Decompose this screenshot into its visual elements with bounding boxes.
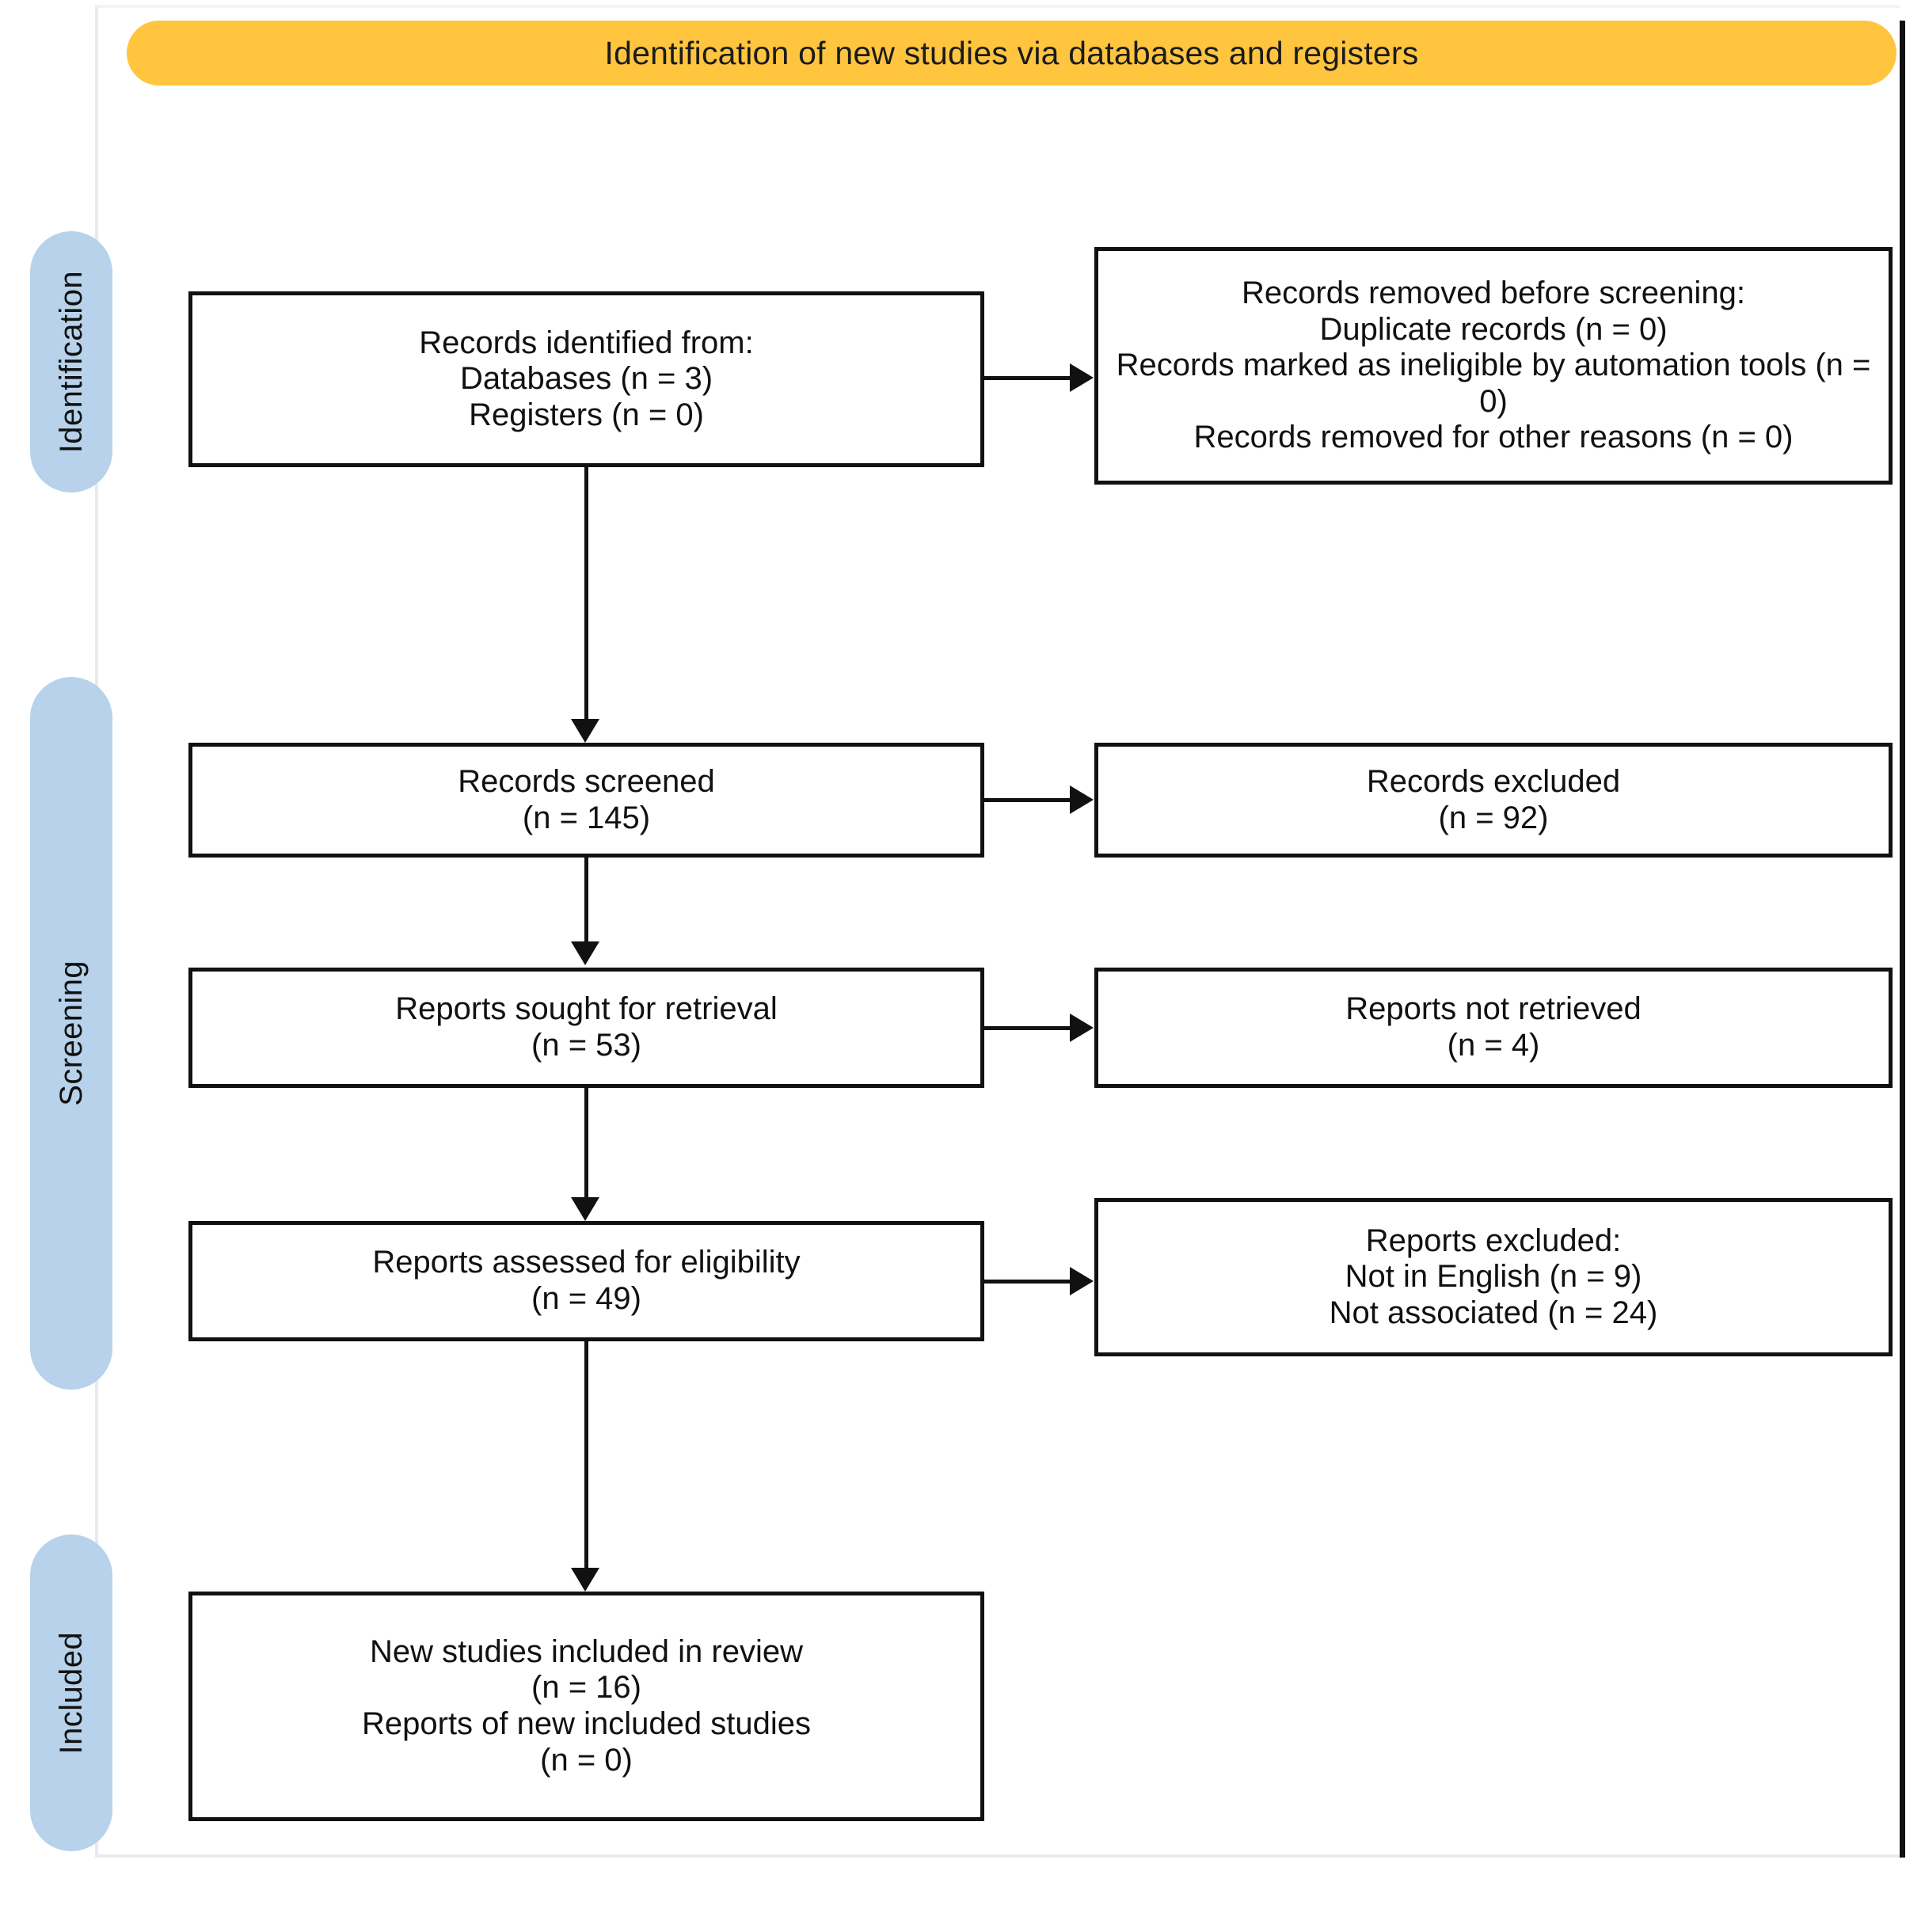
box-line: Records marked as ineligible by automati… [1116, 348, 1871, 419]
box-line: Records removed before screening: [1242, 276, 1745, 311]
box-line: Records screened [458, 763, 715, 799]
stage-label-screening: Screening [53, 960, 89, 1106]
stage-tab-included: Included [30, 1535, 112, 1851]
box-reports-sought-for-retrieval: Reports sought for retrieval (n = 53) [188, 968, 984, 1088]
arrowhead-assessed-to-included [571, 1568, 599, 1592]
arrowhead-identified-to-screened [571, 719, 599, 743]
arrowhead-sought-to-assessed [571, 1197, 599, 1221]
box-line: (n = 92) [1438, 800, 1549, 835]
box-line: (n = 53) [531, 1028, 641, 1063]
arrowhead-screened-to-excluded [1070, 785, 1094, 814]
connector-identified-to-screened [584, 467, 588, 719]
arrowhead-sought-to-not-retrieved [1070, 1014, 1094, 1042]
box-reports-excluded: Reports excluded: Not in English (n = 9)… [1094, 1198, 1893, 1356]
box-records-identified: Records identified from: Databases (n = … [188, 291, 984, 467]
box-reports-assessed-for-eligibility: Reports assessed for eligibility (n = 49… [188, 1221, 984, 1341]
diagram-title: Identification of new studies via databa… [604, 34, 1419, 71]
connector-screened-to-sought [584, 858, 588, 941]
box-line: New studies included in review [370, 1633, 803, 1669]
box-line: Not in English (n = 9) [1345, 1259, 1642, 1295]
box-records-removed-before-screening: Records removed before screening: Duplic… [1094, 247, 1893, 485]
box-line: (n = 16) [531, 1670, 641, 1706]
box-line: Records excluded [1366, 763, 1621, 799]
box-records-excluded: Records excluded (n = 92) [1094, 743, 1893, 858]
stage-label-identification: Identification [53, 270, 89, 454]
connector-sought-to-assessed [584, 1088, 588, 1197]
connector-screened-to-excluded [984, 798, 1070, 802]
connector-assessed-to-excluded-reports [984, 1280, 1070, 1284]
box-line: Reports of new included studies [362, 1706, 811, 1741]
box-reports-not-retrieved: Reports not retrieved (n = 4) [1094, 968, 1893, 1088]
stage-tab-screening: Screening [30, 677, 112, 1390]
box-line: Records removed for other reasons (n = 0… [1193, 420, 1794, 455]
box-line: Reports assessed for eligibility [372, 1245, 801, 1280]
connector-assessed-to-included [584, 1341, 588, 1568]
box-line: Records identified from: [419, 325, 754, 360]
arrowhead-identified-to-removed [1070, 363, 1094, 392]
box-line: Not associated (n = 24) [1329, 1295, 1658, 1330]
box-new-studies-included-in-review: New studies included in review (n = 16) … [188, 1592, 984, 1821]
box-line: Registers (n = 0) [469, 397, 704, 432]
box-line: Reports sought for retrieval [395, 991, 778, 1027]
stage-label-included: Included [53, 1631, 89, 1755]
connector-identified-to-removed [984, 376, 1070, 380]
figure-right-rule [1900, 21, 1905, 1858]
box-line: Reports excluded: [1365, 1223, 1622, 1258]
box-line: Duplicate records (n = 0) [1319, 311, 1668, 347]
box-line: Reports not retrieved [1345, 991, 1642, 1027]
arrowhead-screened-to-sought [571, 941, 599, 965]
box-line: Databases (n = 3) [459, 361, 713, 397]
connector-sought-to-not-retrieved [984, 1026, 1070, 1030]
box-line: (n = 4) [1447, 1028, 1540, 1063]
arrowhead-assessed-to-excluded-reports [1070, 1267, 1094, 1295]
box-records-screened: Records screened (n = 145) [188, 743, 984, 858]
diagram-title-banner: Identification of new studies via databa… [127, 21, 1896, 86]
box-line: (n = 145) [522, 800, 651, 835]
box-line: (n = 49) [531, 1281, 641, 1316]
stage-tab-identification: Identification [30, 231, 112, 493]
box-line: (n = 0) [540, 1742, 633, 1778]
